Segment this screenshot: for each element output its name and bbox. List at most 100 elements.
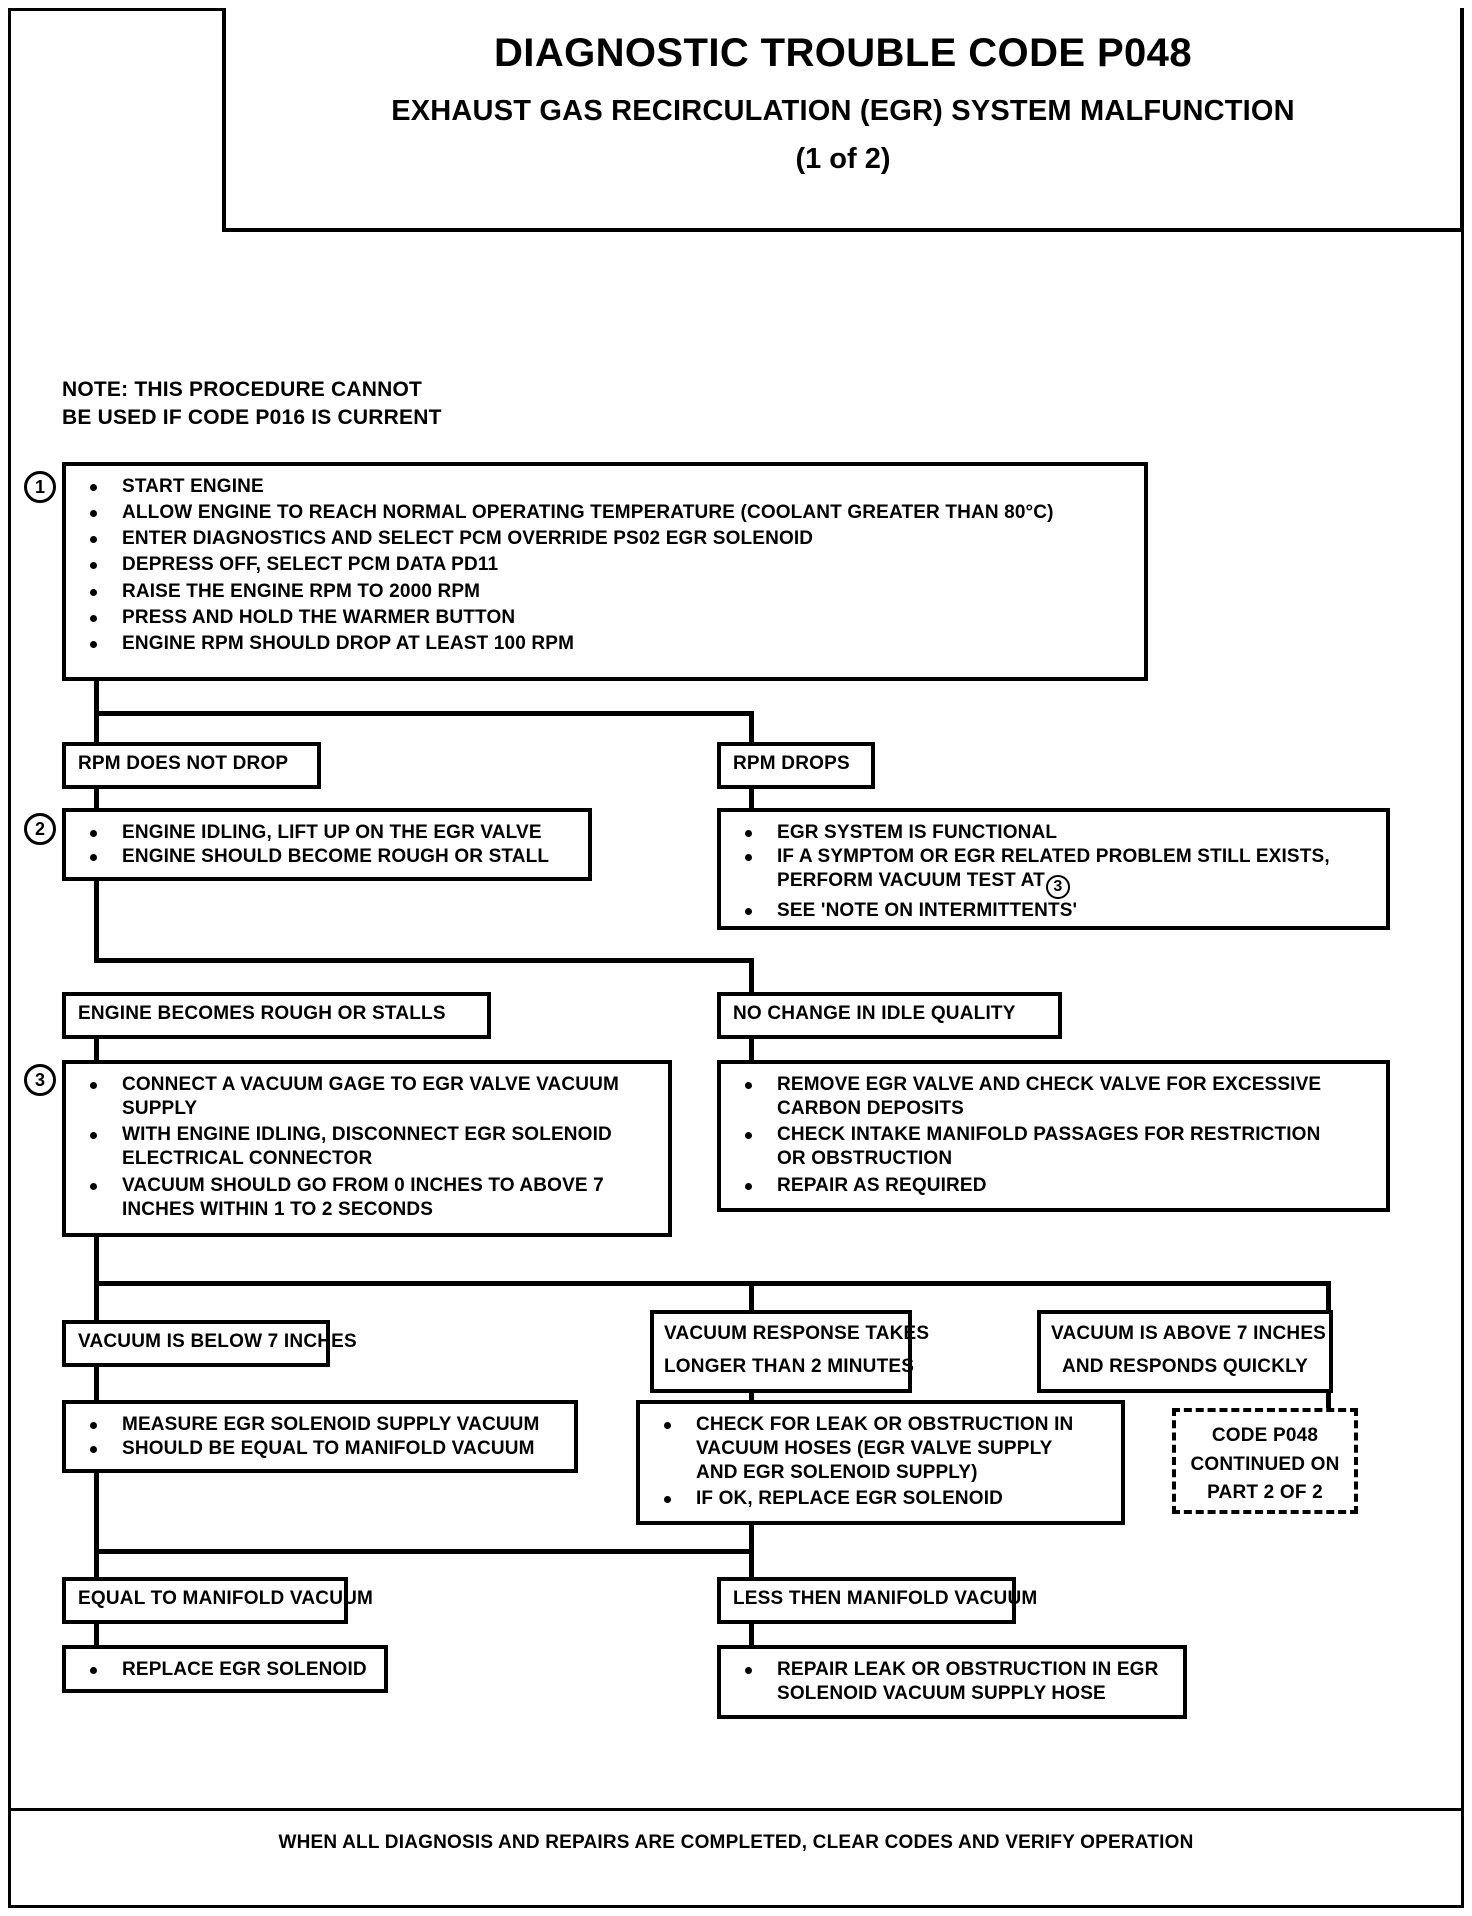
branch-slow-response-line2: LONGER THAN 2 MINUTES [664, 1355, 915, 1377]
connector-line [94, 1237, 99, 1320]
connector-line [1326, 1393, 1331, 1415]
branch-rpm-does-not-drop-label: RPM DOES NOT DROP [78, 753, 289, 774]
list-item: PRESS AND HOLD THE WARMER BUTTON [80, 606, 1134, 630]
connector-line [749, 1525, 754, 1578]
list-item: ENTER DIAGNOSTICS AND SELECT PCM OVERRID… [80, 527, 1134, 551]
connector-line [749, 1281, 754, 1320]
list-item: ENGINE IDLING, LIFT UP ON THE EGR VALVE [80, 821, 578, 845]
list-item: SEE 'NOTE ON INTERMITTENTS' [735, 899, 1376, 923]
list-item: CHECK FOR LEAK OR OBSTRUCTION IN VACUUM … [654, 1413, 1111, 1485]
branch-no-change-label: NO CHANGE IN IDLE QUALITY [733, 1003, 1016, 1024]
list-item: WITH ENGINE IDLING, DISCONNECT EGR SOLEN… [80, 1123, 658, 1171]
connector-line [749, 958, 754, 993]
branch-vacuum-above-7-line1: VACUUM IS ABOVE 7 INCHES [1051, 1323, 1327, 1344]
list-item: CHECK INTAKE MANIFOLD PASSAGES FOR RESTR… [735, 1123, 1376, 1171]
branch-slow-response-box: VACUUM RESPONSE TAKES LONGER THAN 2 MINU… [650, 1310, 930, 1393]
list-item: RAISE THE ENGINE RPM TO 2000 RPM [80, 580, 1134, 604]
branch-vacuum-above-7-line2: AND RESPONDS QUICKLY [1061, 1355, 1309, 1377]
branch-rpm-does-not-drop-box: RPM DOES NOT DROP [62, 742, 321, 789]
step-2-box: ENGINE IDLING, LIFT UP ON THE EGR VALVE … [62, 808, 592, 881]
step-1-bullet-list: START ENGINE ALLOW ENGINE TO REACH NORMA… [66, 466, 1144, 667]
step-1-box: START ENGINE ALLOW ENGINE TO REACH NORMA… [62, 462, 1148, 681]
list-item: MEASURE EGR SOLENOID SUPPLY VACUUM [80, 1413, 564, 1437]
step-2-marker: 2 [24, 813, 56, 845]
connector-line [94, 1624, 99, 1650]
replace-solenoid-bullet-list: REPLACE EGR SOLENOID [66, 1649, 384, 1691]
continued-part-2-box: CODE P048 CONTINUED ON PART 2 OF 2 [1172, 1408, 1358, 1514]
list-item: IF OK, REPLACE EGR SOLENOID [654, 1487, 1111, 1511]
branch-equal-manifold-box: EQUAL TO MANIFOLD VACUUM [62, 1577, 374, 1624]
list-item: REPAIR AS REQUIRED [735, 1174, 1376, 1198]
connector-line [94, 881, 99, 963]
list-item: EGR SYSTEM IS FUNCTIONAL [735, 821, 1376, 845]
measure-supply-vacuum-box: MEASURE EGR SOLENOID SUPPLY VACUUM SHOUL… [62, 1400, 578, 1473]
egr-functional-bullet-list: EGR SYSTEM IS FUNCTIONAL IF A SYMPTOM OR… [721, 812, 1386, 932]
list-item: SHOULD BE EQUAL TO MANIFOLD VACUUM [80, 1437, 564, 1461]
carbon-deposits-bullet-list: REMOVE EGR VALVE AND CHECK VALVE FOR EXC… [721, 1064, 1386, 1209]
branch-less-manifold-label: LESS THEN MANIFOLD VACUUM [733, 1588, 1038, 1609]
connector-line [1326, 1281, 1331, 1320]
step-3-reference-marker: 3 [1045, 875, 1070, 900]
connector-line [749, 1039, 754, 1066]
continued-line1: CODE P048 [1211, 1425, 1319, 1446]
replace-solenoid-box: REPLACE EGR SOLENOID [62, 1645, 388, 1693]
list-item: ENGINE RPM SHOULD DROP AT LEAST 100 RPM [80, 632, 1134, 656]
step-3-box: CONNECT A VACUUM GAGE TO EGR VALVE VACUU… [62, 1060, 672, 1237]
repair-leak-bullet-list: REPAIR LEAK OR OBSTRUCTION IN EGR SOLENO… [721, 1649, 1183, 1715]
branch-engine-rough-box: ENGINE BECOMES ROUGH OR STALLS [62, 992, 491, 1039]
list-item: ENGINE SHOULD BECOME ROUGH OR STALL [80, 845, 578, 869]
branch-slow-response-line1: VACUUM RESPONSE TAKES [664, 1323, 930, 1344]
repair-leak-box: REPAIR LEAK OR OBSTRUCTION IN EGR SOLENO… [717, 1645, 1187, 1719]
branch-vacuum-below-7-box: VACUUM IS BELOW 7 INCHES [62, 1320, 357, 1367]
egr-problem-line1: IF A SYMPTOM OR EGR RELATED PROBLEM STIL… [777, 846, 1330, 868]
step-3-bullet-list: CONNECT A VACUUM GAGE TO EGR VALVE VACUU… [66, 1064, 668, 1233]
connector-line [94, 1039, 99, 1066]
page-title: DIAGNOSTIC TROUBLE CODE P048 [494, 31, 1192, 75]
procedure-note-line1: NOTE: THIS PROCEDURE CANNOT [62, 378, 423, 401]
page-part-indicator: (1 of 2) [795, 142, 891, 175]
branch-vacuum-above-7-box: VACUUM IS ABOVE 7 INCHES AND RESPONDS QU… [1037, 1310, 1333, 1393]
continued-line2: CONTINUED ON [1190, 1453, 1340, 1475]
egr-problem-line2: PERFORM VACUUM TEST AT [777, 870, 1045, 892]
list-item: VACUUM SHOULD GO FROM 0 INCHES TO ABOVE … [80, 1174, 658, 1222]
branch-rpm-drops-label: RPM DROPS [733, 753, 850, 774]
branch-rpm-drops-box: RPM DROPS [717, 742, 875, 789]
branch-vacuum-below-7-label: VACUUM IS BELOW 7 INCHES [78, 1331, 357, 1352]
footer-note: WHEN ALL DIAGNOSIS AND REPAIRS ARE COMPL… [278, 1832, 1194, 1853]
branch-no-change-box: NO CHANGE IN IDLE QUALITY [717, 992, 1062, 1039]
step-1-marker: 1 [24, 471, 56, 503]
list-item: START ENGINE [80, 475, 1134, 499]
list-item: ALLOW ENGINE TO REACH NORMAL OPERATING T… [80, 501, 1134, 525]
list-item: CONNECT A VACUUM GAGE TO EGR VALVE VACUU… [80, 1073, 658, 1121]
branch-equal-manifold-label: EQUAL TO MANIFOLD VACUUM [78, 1588, 374, 1609]
egr-functional-box: EGR SYSTEM IS FUNCTIONAL IF A SYMPTOM OR… [717, 808, 1390, 930]
continued-line3: PART 2 OF 2 [1207, 1482, 1323, 1504]
list-item: IF A SYMPTOM OR EGR RELATED PROBLEM STIL… [735, 845, 1376, 900]
connector-line [94, 1549, 754, 1554]
connector-line [94, 1367, 99, 1400]
branch-less-manifold-box: LESS THEN MANIFOLD VACUUM [717, 1577, 1038, 1624]
connector-line [94, 1281, 1331, 1286]
connector-line [94, 681, 99, 714]
measure-supply-vacuum-bullet-list: MEASURE EGR SOLENOID SUPPLY VACUUM SHOUL… [66, 1404, 574, 1470]
footer-divider [11, 1808, 1461, 1811]
connector-line [94, 789, 99, 816]
connector-line [94, 711, 754, 716]
branch-engine-rough-label: ENGINE BECOMES ROUGH OR STALLS [78, 1003, 446, 1024]
connector-line [749, 1624, 754, 1650]
check-leak-hoses-box: CHECK FOR LEAK OR OBSTRUCTION IN VACUUM … [636, 1400, 1125, 1525]
connector-line [94, 958, 754, 963]
list-item: REPLACE EGR SOLENOID [80, 1658, 374, 1682]
procedure-note: NOTE: THIS PROCEDURE CANNOT BE USED IF C… [62, 376, 442, 433]
connector-line [94, 1473, 99, 1578]
list-item: REMOVE EGR VALVE AND CHECK VALVE FOR EXC… [735, 1073, 1376, 1121]
step-3-marker: 3 [24, 1064, 56, 1096]
list-item: DEPRESS OFF, SELECT PCM DATA PD11 [80, 553, 1134, 577]
connector-line [749, 711, 754, 743]
connector-line [749, 789, 754, 816]
connector-line [94, 711, 99, 743]
procedure-note-line2: BE USED IF CODE P016 IS CURRENT [62, 406, 442, 430]
check-leak-hoses-bullet-list: CHECK FOR LEAK OR OBSTRUCTION IN VACUUM … [640, 1404, 1121, 1523]
page-subtitle: EXHAUST GAS RECIRCULATION (EGR) SYSTEM M… [391, 95, 1295, 127]
